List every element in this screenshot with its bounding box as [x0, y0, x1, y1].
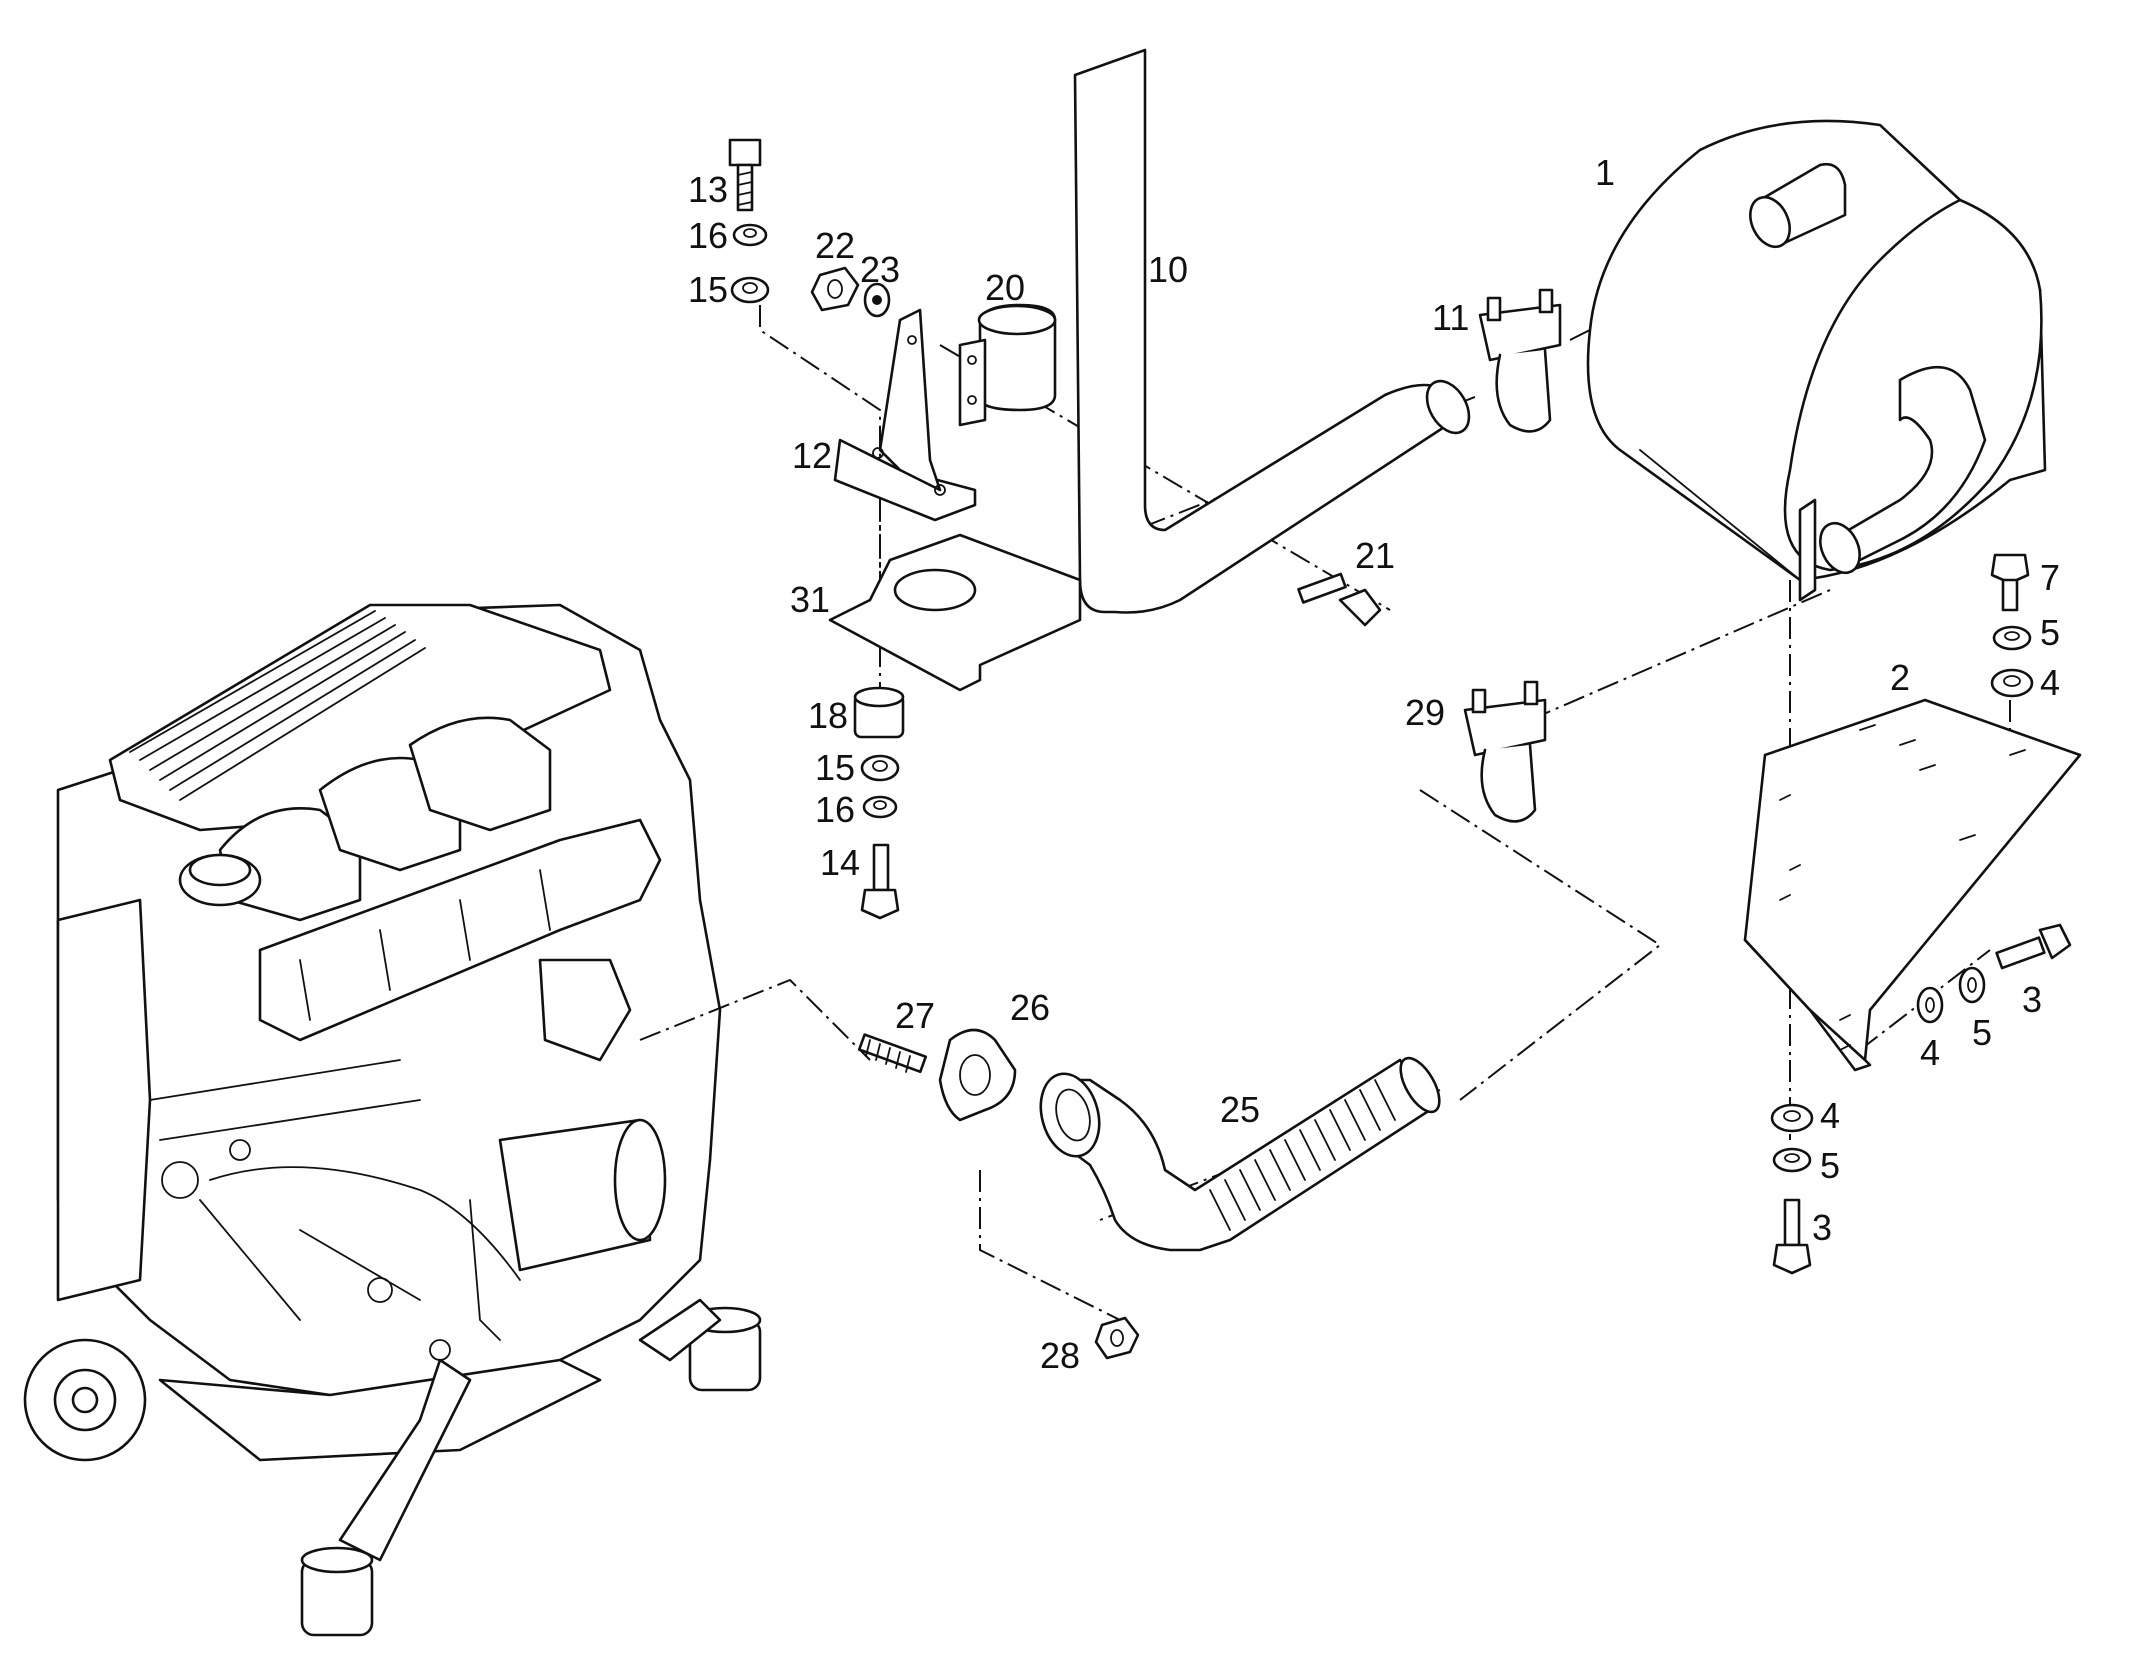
washer-5-upper	[1992, 625, 2032, 651]
nut-28	[1094, 1316, 1140, 1360]
callout-11: 11	[1432, 297, 1469, 338]
bolt-21	[1297, 572, 1382, 627]
muffler	[1586, 119, 2047, 602]
pipe-clamp	[958, 303, 1057, 427]
engine-mount-rear	[638, 1298, 762, 1392]
callout-18: 18	[808, 695, 848, 736]
spacer-18	[853, 686, 905, 739]
washer-15-lower	[860, 754, 900, 782]
u-bolt-clamp-lower	[1463, 680, 1547, 823]
bolt-3-lower	[1772, 1198, 1812, 1275]
callout-12: 12	[792, 435, 832, 476]
callout-3b: 3	[1812, 1207, 1832, 1248]
nut-22	[810, 266, 860, 312]
mounting-bracket	[833, 308, 977, 522]
muffler-support-plate	[1743, 698, 2082, 1072]
callout-29: 29	[1405, 692, 1445, 733]
heat-shield-plate	[828, 533, 1082, 692]
washer-5-lower	[1772, 1147, 1812, 1173]
washer-4-lower	[1770, 1103, 1814, 1133]
callout-4c: 4	[1820, 1095, 1840, 1136]
washer-23	[863, 282, 891, 318]
callout-5a: 5	[2040, 612, 2060, 653]
callout-20: 20	[985, 267, 1025, 308]
tail-pipe	[1073, 48, 1471, 614]
engine-mount-front	[300, 1358, 472, 1637]
callout-28: 28	[1040, 1335, 1080, 1376]
bolt-3-side	[1995, 923, 2072, 970]
washer-4-side	[1916, 986, 1944, 1024]
callout-5c: 5	[1820, 1145, 1840, 1186]
callout-4b: 4	[1920, 1032, 1940, 1073]
callout-26: 26	[1010, 987, 1050, 1028]
callout-22: 22	[815, 225, 855, 266]
callout-5b: 5	[1972, 1012, 1992, 1053]
callout-4a: 4	[2040, 662, 2060, 703]
washer-16-upper	[732, 223, 768, 247]
flange-gasket	[938, 1028, 1017, 1122]
stud-27	[857, 1033, 928, 1074]
u-bolt-clamp-upper	[1478, 288, 1562, 433]
callout-21: 21	[1355, 535, 1395, 576]
callout-16a: 16	[688, 215, 728, 256]
callout-23: 23	[860, 249, 900, 290]
callout-10: 10	[1148, 249, 1188, 290]
callout-3a: 3	[2022, 979, 2042, 1020]
bolt-7	[1990, 553, 2030, 612]
washer-15-upper	[730, 276, 770, 304]
callout-2: 2	[1890, 657, 1910, 698]
engine-block	[23, 603, 762, 1637]
bolt-14	[860, 843, 900, 920]
bolt-13	[728, 138, 762, 212]
callout-25: 25	[1220, 1089, 1260, 1130]
washer-4-upper	[1990, 668, 2034, 698]
callout-16b: 16	[815, 789, 855, 830]
callout-27: 27	[895, 995, 935, 1036]
flexible-exhaust-pipe	[1039, 1056, 1441, 1252]
callout-15a: 15	[688, 269, 728, 310]
callout-7: 7	[2040, 557, 2060, 598]
callout-13: 13	[688, 169, 728, 210]
callout-31: 31	[790, 579, 830, 620]
washer-5-side	[1958, 966, 1986, 1004]
part-callouts: 1 2 3 3 4 4 4 5 5 5 7 10 11 12 13 14 15 …	[688, 152, 2060, 1376]
callout-1: 1	[1595, 152, 1615, 193]
washer-16-lower	[862, 795, 898, 819]
callout-15b: 15	[815, 747, 855, 788]
callout-14: 14	[820, 842, 860, 883]
